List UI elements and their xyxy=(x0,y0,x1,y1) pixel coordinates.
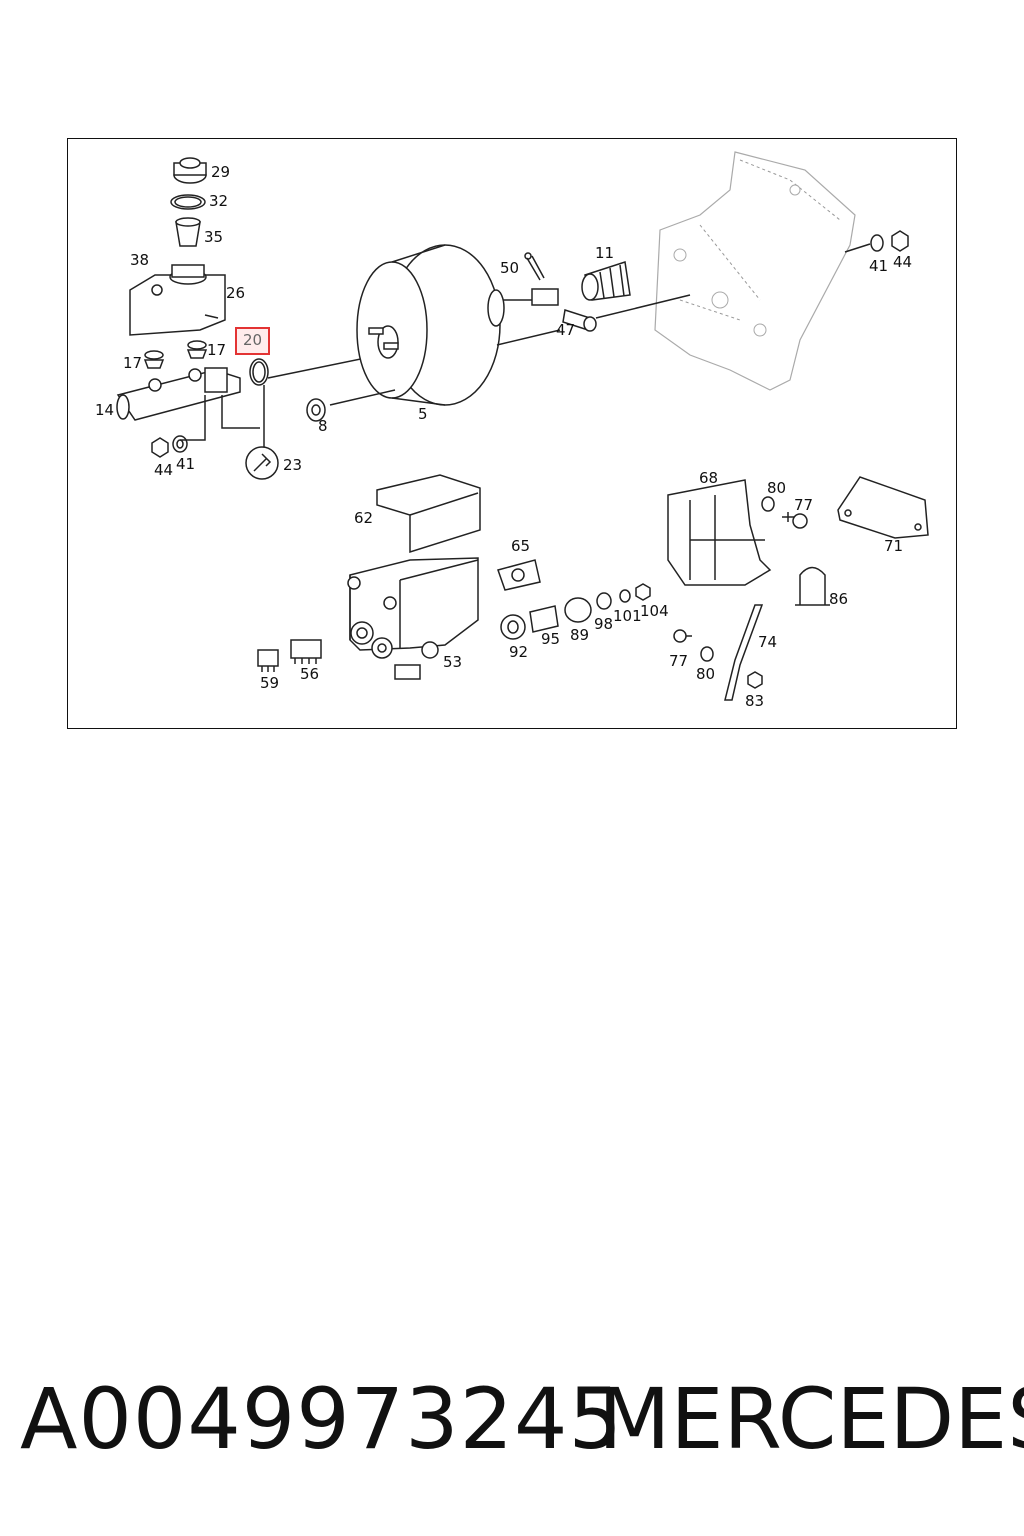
reservoir-cap-parts xyxy=(170,157,207,247)
callout-77-upper: 77 xyxy=(794,496,813,514)
mount-bracket-65 xyxy=(497,559,541,591)
callout-35: 35 xyxy=(204,228,223,246)
callout-50: 50 xyxy=(500,259,519,277)
callout-98: 98 xyxy=(594,615,613,633)
callout-32: 32 xyxy=(209,192,228,210)
brake-fluid-reservoir xyxy=(129,264,226,336)
callout-104: 104 xyxy=(640,602,669,620)
grommets xyxy=(143,340,208,369)
brake-booster xyxy=(329,244,561,406)
washer-bolt-upper xyxy=(761,496,808,529)
callout-17-right: 17 xyxy=(207,341,226,359)
rubber-boot xyxy=(581,261,631,301)
callout-68: 68 xyxy=(699,469,718,487)
callout-labels: 29 32 35 38 26 17 17 14 44 41 23 8 5 50 … xyxy=(95,163,912,710)
relay-56 xyxy=(290,639,322,664)
nut-washer-right xyxy=(844,230,909,253)
strap-74 xyxy=(724,604,764,701)
callout-44-right: 44 xyxy=(893,253,912,271)
callout-41-left: 41 xyxy=(176,455,195,473)
wrench-icon xyxy=(245,446,279,480)
callout-86: 86 xyxy=(829,590,848,608)
master-cylinder xyxy=(116,367,260,441)
callout-29: 29 xyxy=(211,163,230,181)
callout-20-highlighted[interactable]: 20 xyxy=(242,331,263,349)
callout-26: 26 xyxy=(226,284,245,302)
callout-101: 101 xyxy=(613,607,642,625)
callout-8: 8 xyxy=(318,417,328,435)
callout-56: 56 xyxy=(300,665,319,683)
callout-5: 5 xyxy=(418,405,428,423)
support-bracket-68 xyxy=(667,479,772,586)
callout-74: 74 xyxy=(758,633,777,651)
brand-name: MERCEDES xyxy=(598,1370,1024,1468)
callout-80-lower: 80 xyxy=(696,665,715,683)
callout-11: 11 xyxy=(595,244,614,262)
callout-71: 71 xyxy=(884,537,903,555)
footer: A0049973245 MERCEDES xyxy=(0,1370,1024,1470)
grommet-8 xyxy=(306,398,326,422)
washer-bolt-lower xyxy=(673,629,763,689)
cotter-pin xyxy=(524,252,545,281)
part-number: A0049973245 xyxy=(20,1370,623,1468)
callout-47: 47 xyxy=(556,321,575,339)
nut-washer-left xyxy=(151,435,188,458)
callout-17-left: 17 xyxy=(123,354,142,372)
mount-bushings xyxy=(500,583,651,640)
callout-62: 62 xyxy=(354,509,373,527)
callout-41-right: 41 xyxy=(869,257,888,275)
callout-89: 89 xyxy=(570,626,589,644)
highlighted-callout-box[interactable] xyxy=(235,327,270,355)
callout-77-lower: 77 xyxy=(669,652,688,670)
callout-65: 65 xyxy=(511,537,530,555)
clamp-86 xyxy=(795,566,830,606)
relay-59 xyxy=(257,649,279,672)
callout-92: 92 xyxy=(509,643,528,661)
firewall-plate xyxy=(654,151,856,391)
callout-44-left: 44 xyxy=(154,461,173,479)
callout-14: 14 xyxy=(95,401,114,419)
bracket-71 xyxy=(837,476,929,539)
callout-53: 53 xyxy=(443,653,462,671)
abs-hydraulic-unit xyxy=(347,557,479,680)
exploded-parts-diagram: 29 32 35 38 26 17 17 14 44 41 23 8 5 50 … xyxy=(95,151,929,710)
clevis-pin xyxy=(562,294,691,332)
callout-23: 23 xyxy=(283,456,302,474)
callout-59: 59 xyxy=(260,674,279,692)
callout-80-upper: 80 xyxy=(767,479,786,497)
hydraulic-unit-cover xyxy=(376,474,481,554)
callout-38: 38 xyxy=(130,251,149,269)
callout-95: 95 xyxy=(541,630,560,648)
callout-83: 83 xyxy=(745,692,764,710)
